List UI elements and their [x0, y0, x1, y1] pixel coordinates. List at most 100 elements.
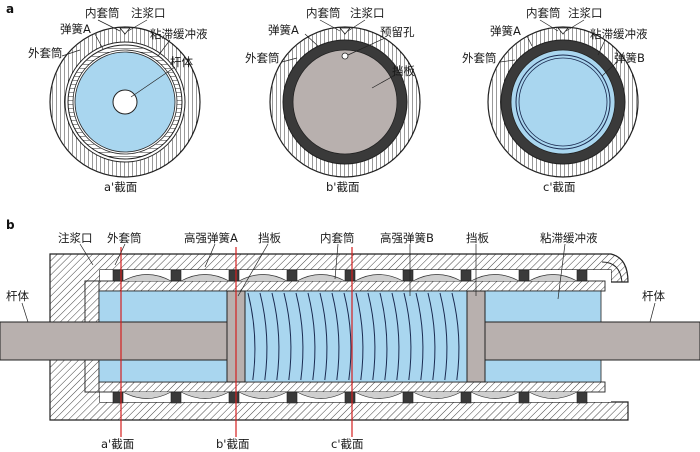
- spring-a-arc: [122, 391, 172, 399]
- spring-a-arc: [180, 391, 230, 399]
- spring-b-coil: [439, 292, 448, 381]
- spring-a: [112, 269, 588, 404]
- spring-a-arc: [470, 274, 520, 282]
- spring-a-arc: [238, 274, 288, 282]
- spring-b-coil: [379, 292, 388, 381]
- spring-b-coil: [415, 292, 424, 381]
- section-a-cross-section: 内套筒 注浆口 弹簧A 粘滞缓冲液 外套筒 杆体 a'截面: [28, 6, 208, 194]
- spring-a-pad: [460, 391, 472, 404]
- caption-section-c-line: c'截面: [331, 437, 363, 451]
- grout-port-mark: [119, 27, 131, 35]
- label-outer-sleeve: 外套筒: [28, 46, 63, 60]
- spring-b-coil: [331, 292, 340, 381]
- panel-a-tag: a: [6, 2, 14, 16]
- label-inner-sleeve: 内套筒: [85, 6, 120, 20]
- spring-a-pad: [286, 269, 298, 282]
- grout-port-outlet: [601, 261, 623, 283]
- spring-a-arc: [412, 391, 462, 399]
- rod-right: [466, 321, 700, 361]
- spring-a-pad: [228, 391, 240, 404]
- spring-b-coil: [515, 54, 611, 150]
- spring-b-coil: [355, 292, 364, 381]
- spring-a-pad: [286, 391, 298, 404]
- spring-a-arc: [180, 274, 230, 282]
- spring-b-coil: [295, 292, 304, 381]
- label-outer-sleeve: 外套筒: [462, 51, 497, 65]
- label-inner-sleeve: 内套筒: [526, 6, 561, 20]
- spring-b-coil: [391, 292, 400, 381]
- panel-b-tag: b: [6, 218, 15, 232]
- spring-a-arc: [296, 274, 346, 282]
- grout-port-mark: [557, 27, 569, 35]
- spring-a-arc: [470, 391, 520, 399]
- label-outer-sleeve: 外套筒: [107, 231, 142, 245]
- baffle-right: [466, 290, 486, 383]
- spring-b-coil: [259, 292, 268, 381]
- spring-b-coil: [343, 292, 352, 381]
- label-reserved-hole: 预留孔: [380, 25, 415, 39]
- label-baffle: 挡板: [392, 64, 415, 78]
- label-high-strength-spring-a: 高强弹簧A: [184, 231, 238, 245]
- spring-a-pad: [402, 391, 414, 404]
- label-spring-a: 弹簧A: [268, 23, 299, 37]
- baffle-disc: [292, 49, 398, 155]
- label-inner-sleeve: 内套筒: [306, 6, 341, 20]
- spring-b-coil: [283, 292, 292, 381]
- fluid-middle: [244, 290, 468, 383]
- label-rod-right: 杆体: [642, 289, 665, 303]
- label-baffle-right: 挡板: [466, 231, 489, 245]
- rod-left: [0, 321, 246, 361]
- inner-sleeve-top: [84, 280, 606, 292]
- label-viscous-fluid: 粘滞缓冲液: [150, 27, 208, 41]
- inner-sleeve-bottom: [84, 381, 606, 393]
- label-spring-b: 弹簧B: [614, 51, 645, 65]
- spring-a-arc: [296, 391, 346, 399]
- reserved-hole: [341, 52, 349, 60]
- grout-port-mark: [339, 27, 351, 35]
- caption-section-b: b'截面: [326, 180, 359, 194]
- label-viscous-fluid: 粘滞缓冲液: [590, 27, 648, 41]
- spring-b-coil: [307, 292, 316, 381]
- section-b-cross-section: 内套筒 注浆口 弹簧A 预留孔 外套筒 挡板 b'截面: [245, 6, 421, 194]
- spring-a-pad: [518, 269, 530, 282]
- section-c-cross-section: 内套筒 注浆口 弹簧A 粘滞缓冲液 外套筒 弹簧B c'截面: [462, 6, 648, 194]
- spring-b-coil: [247, 292, 256, 381]
- spring-a-pad: [576, 269, 588, 282]
- label-rod-left: 杆体: [6, 289, 29, 303]
- label-grout-port: 注浆口: [350, 6, 385, 20]
- rod-hole: [112, 89, 138, 115]
- label-grout-port: 注浆口: [568, 6, 603, 20]
- label-spring-a: 弹簧A: [60, 22, 91, 36]
- caption-section-a-line: a'截面: [101, 437, 134, 451]
- spring-b-coil: [367, 292, 376, 381]
- spring-a-pad: [170, 269, 182, 282]
- spring-a-arc: [354, 274, 404, 282]
- spring-a-pad: [112, 391, 124, 404]
- spring-a-arc: [122, 274, 172, 282]
- spring-a-arc: [528, 274, 578, 282]
- spring-b-coil: [271, 292, 280, 381]
- spring-a-pad: [576, 391, 588, 404]
- label-viscous-fluid: 粘滞缓冲液: [540, 231, 598, 245]
- label-outer-sleeve: 外套筒: [245, 51, 280, 65]
- spring-a-arc: [412, 274, 462, 282]
- label-rod: 杆体: [170, 55, 193, 69]
- fluid-area: [510, 49, 616, 155]
- spring-a-pad: [344, 269, 356, 282]
- spring-a-arc: [354, 391, 404, 399]
- spring-a-arc: [238, 391, 288, 399]
- spring-b-coil: [403, 292, 412, 381]
- spring-b-coil: [451, 292, 460, 381]
- spring-b: [247, 292, 460, 381]
- caption-section-a: a'截面: [104, 180, 137, 194]
- label-inner-sleeve: 内套筒: [320, 231, 355, 245]
- spring-b-coil: [319, 292, 328, 381]
- spring-a-pad: [112, 269, 124, 282]
- spring-a-pad: [402, 269, 414, 282]
- spring-a-pad: [344, 391, 356, 404]
- label-grout-port: 注浆口: [131, 6, 166, 20]
- longitudinal-section: [0, 243, 700, 437]
- spring-a-pad: [228, 269, 240, 282]
- spring-b-coil-inner: [518, 57, 608, 147]
